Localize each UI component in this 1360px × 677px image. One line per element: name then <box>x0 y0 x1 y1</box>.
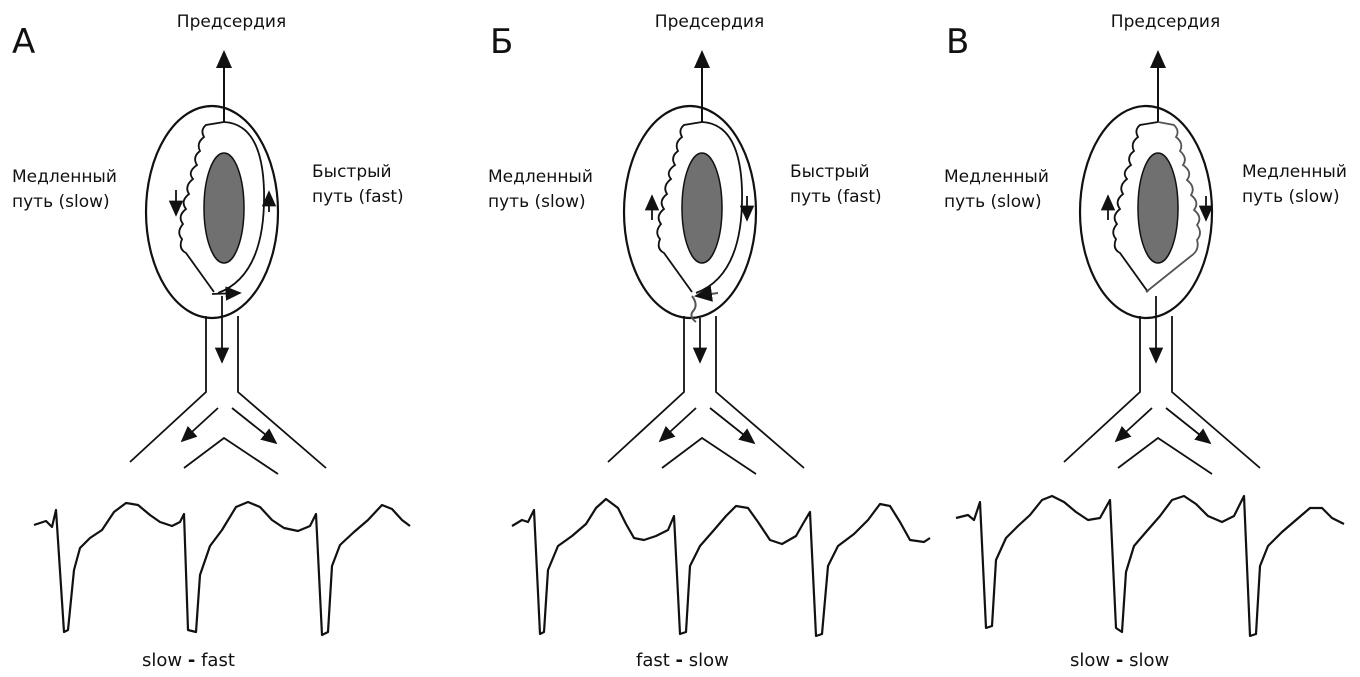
bundle-branches <box>1118 438 1212 474</box>
compact-node <box>204 153 244 263</box>
rbb-arrow <box>710 408 754 443</box>
turnaround-arrow <box>212 293 240 294</box>
rbb-arrow <box>1166 408 1210 443</box>
his-bundle-left <box>608 316 684 462</box>
avnrt-diagram-a <box>0 0 453 677</box>
atria-label: Предсердия <box>934 12 1360 32</box>
caption: slow - slow <box>1070 650 1169 671</box>
atria-label: Предсердия <box>478 12 931 32</box>
ecg-trace <box>956 496 1344 636</box>
his-bundle-right <box>238 316 326 468</box>
turnaround-arrow <box>696 293 718 296</box>
compact-node <box>682 153 722 263</box>
ecg-trace <box>34 502 410 635</box>
his-bundle-right <box>716 316 804 468</box>
caption: slow - fast <box>142 650 235 671</box>
lbb-arrow <box>1116 408 1152 441</box>
bundle-branches <box>184 438 278 474</box>
ecg-trace <box>512 499 930 636</box>
his-bundle-left <box>1064 316 1140 462</box>
rbb-arrow <box>232 408 276 443</box>
lbb-arrow <box>660 408 696 441</box>
caption: fast - slow <box>636 650 729 671</box>
avnrt-diagram-c <box>934 0 1360 677</box>
atria-label: Предсердия <box>0 12 453 32</box>
his-bundle-left <box>130 316 206 462</box>
his-bundle-right <box>1172 316 1260 468</box>
bundle-branches <box>662 438 756 474</box>
avnrt-diagram-b <box>478 0 931 677</box>
lbb-arrow <box>182 408 218 441</box>
compact-node <box>1138 153 1178 263</box>
